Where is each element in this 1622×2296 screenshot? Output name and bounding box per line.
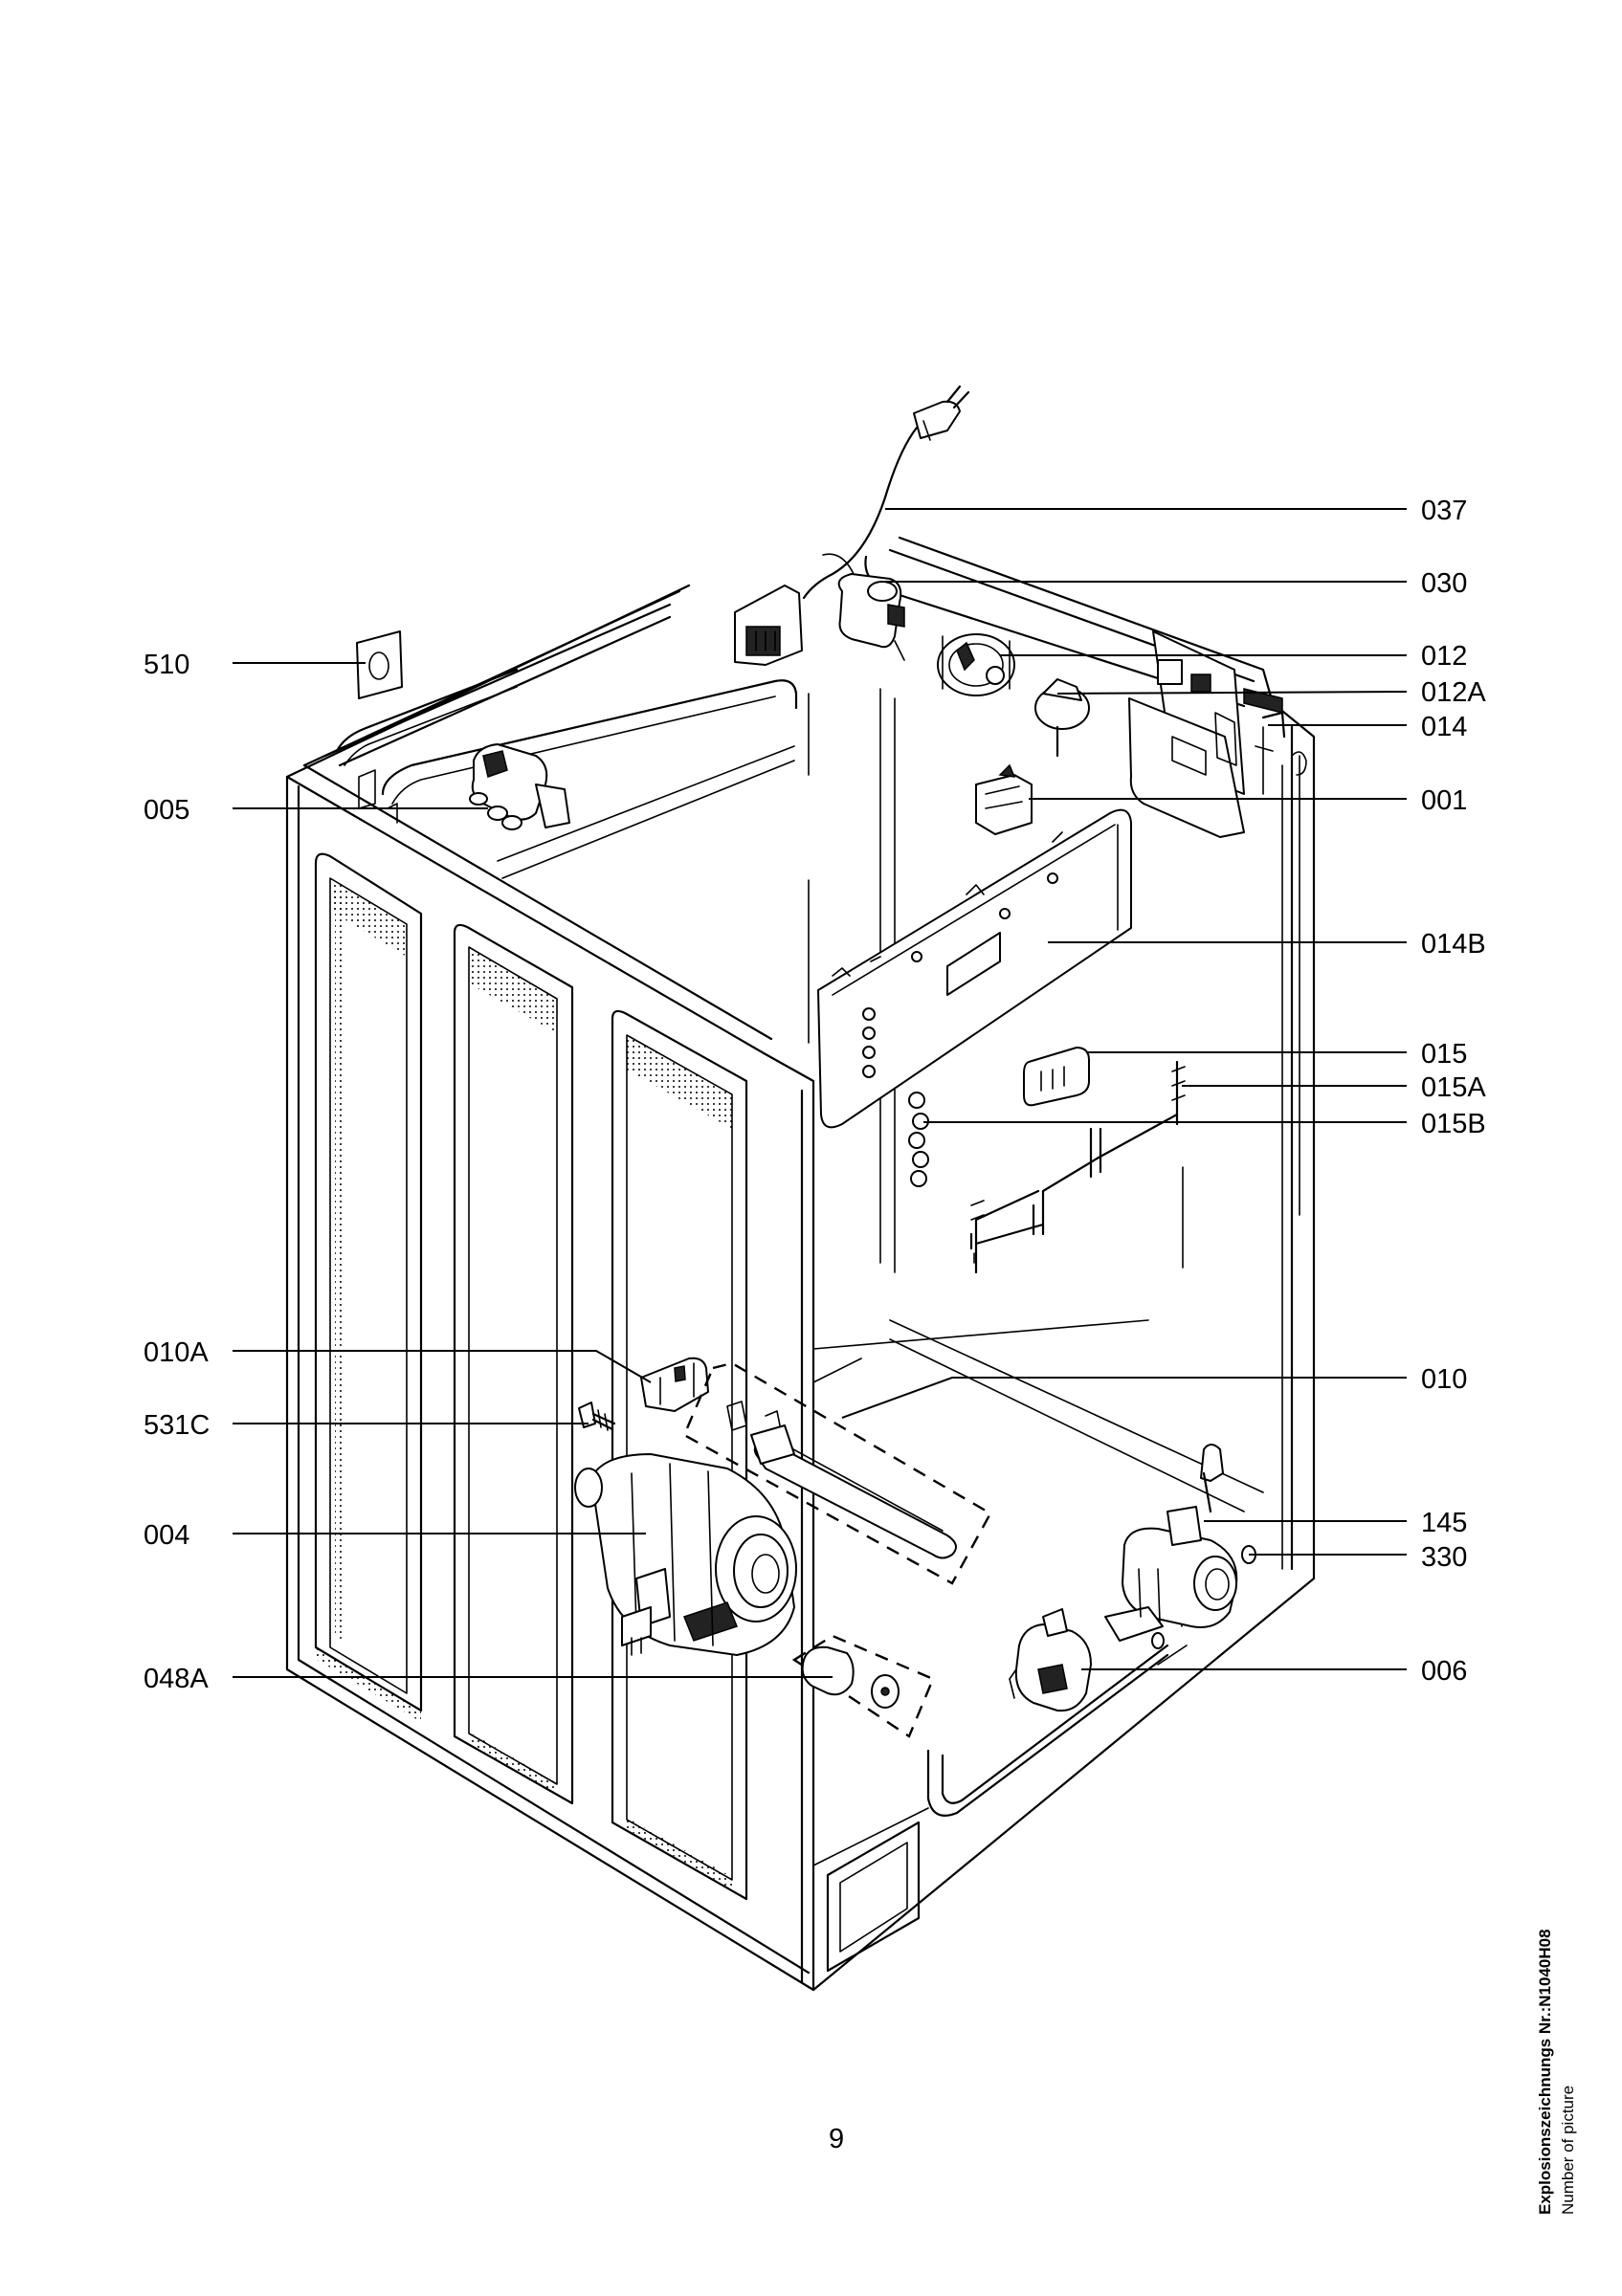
interference-suppressor (975, 763, 1033, 835)
callout-010a: 010A (144, 1337, 209, 1368)
callout-006: 006 (1421, 1656, 1467, 1687)
callout-015: 015 (1421, 1039, 1467, 1070)
display-unit (1023, 1047, 1090, 1107)
plug-cover (356, 630, 403, 699)
callout-015b: 015B (1421, 1109, 1486, 1139)
picture-number-note: Explosionszeichnungs Nr.:N1040H08 Number… (1536, 1929, 1577, 2215)
callout-145: 145 (1421, 1508, 1467, 1538)
page-number: 9 (829, 2124, 844, 2154)
callout-010: 010 (1421, 1364, 1467, 1395)
callout-330: 330 (1421, 1542, 1467, 1573)
mains-cable-plug (802, 385, 970, 600)
drain-pump-housing (1104, 1444, 1256, 1642)
heating-element (682, 1361, 992, 1585)
electronic-module (1128, 630, 1307, 838)
cable-entry-block (734, 585, 803, 666)
callout-531c: 531C (144, 1410, 210, 1441)
pressure-switch (937, 633, 1015, 696)
callout-014: 014 (1421, 712, 1467, 742)
capacitor (837, 573, 905, 661)
callout-004: 004 (144, 1520, 189, 1551)
control-panel (817, 808, 1132, 1129)
callout-015a: 015A (1421, 1072, 1486, 1103)
callout-labels: 037 030 012 012A 014 001 014B 015 015A 0… (144, 496, 1486, 1694)
callout-014b: 014B (1421, 929, 1486, 960)
drive-motor (574, 1453, 797, 1656)
drain-pump (1009, 1608, 1165, 1712)
picture-number-title: Explosionszeichnungs Nr.:N1040H08 (1536, 1929, 1554, 2215)
picture-number-subtitle: Number of picture (1559, 2086, 1577, 2215)
callout-001: 001 (1421, 785, 1467, 816)
callout-030: 030 (1421, 568, 1467, 599)
callout-510: 510 (144, 650, 189, 680)
pressure-switch-secondary (1034, 678, 1090, 758)
callout-012: 012 (1421, 641, 1467, 672)
control-rods (908, 1060, 1186, 1274)
heater-bracket (640, 1357, 709, 1412)
callout-037: 037 (1421, 496, 1467, 526)
carbon-brushes (791, 1634, 935, 1738)
callout-048a: 048A (144, 1664, 209, 1694)
inner-top-bracket (335, 668, 519, 824)
cabinet-side-panels (314, 852, 929, 1973)
callout-012a: 012A (1421, 677, 1486, 708)
mounting-screw (578, 1402, 616, 1431)
inlet-valve (469, 743, 570, 830)
callout-005: 005 (144, 795, 189, 826)
leader-lines (233, 508, 1408, 1678)
